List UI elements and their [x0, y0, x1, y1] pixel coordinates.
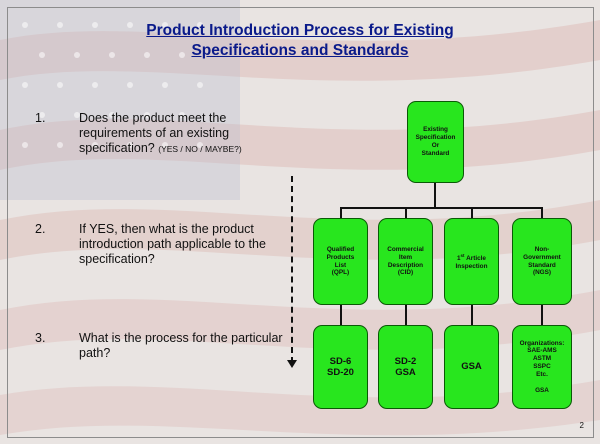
- root-existing-specification: Existing Specification Or Standard: [407, 101, 464, 183]
- connector-to-cid: [405, 207, 407, 219]
- question-text: Does the product meet the requirements o…: [79, 111, 230, 155]
- down-arrow-icon: [287, 360, 297, 368]
- question-number: 1.: [35, 111, 46, 125]
- process-cid: SD-2 GSA: [378, 325, 433, 409]
- connector-first-article-process: [471, 305, 473, 326]
- process-qpl: SD-6 SD-20: [313, 325, 368, 409]
- title-line-2: Specifications and Standards: [191, 42, 409, 59]
- page-number: 2: [579, 421, 584, 430]
- connector-to-qpl: [340, 207, 342, 219]
- connector-horizontal: [340, 207, 543, 209]
- connector-ngs-process: [541, 305, 543, 326]
- path-qpl: Qualified Products List (QPL): [313, 218, 368, 305]
- connector-cid-process: [405, 305, 407, 326]
- slide-title: Product Introduction Process for Existin…: [60, 21, 540, 61]
- path-first-article: 1st Article Inspection: [444, 218, 499, 305]
- organizations-gsa: GSA: [535, 386, 549, 394]
- question-text: If YES, then what is the product introdu…: [79, 222, 266, 266]
- process-ngs: Organizations: SAE-AMS ASTM SSPC Etc. GS…: [512, 325, 572, 409]
- question-number: 2.: [35, 222, 46, 236]
- organizations-list: SAE-AMS ASTM SSPC Etc.: [527, 347, 557, 378]
- question-note: (YES / NO / MAYBE?): [158, 144, 242, 154]
- slide-border: [7, 7, 594, 438]
- connector-to-ngs: [541, 207, 543, 219]
- progress-dashed-line: [291, 176, 293, 363]
- question-text: What is the process for the particular p…: [79, 331, 283, 360]
- process-first-article: GSA: [444, 325, 499, 409]
- title-line-1: Product Introduction Process for Existin…: [146, 22, 454, 39]
- connector-qpl-process: [340, 305, 342, 326]
- connector-root-down: [434, 183, 436, 208]
- question-number: 3.: [35, 331, 46, 345]
- path-ngs: Non- Government Standard (NGS): [512, 218, 572, 305]
- organizations-title: Organizations:: [519, 339, 565, 347]
- connector-to-first-article: [471, 207, 473, 219]
- path-cid: Commercial Item Description (CID): [378, 218, 433, 305]
